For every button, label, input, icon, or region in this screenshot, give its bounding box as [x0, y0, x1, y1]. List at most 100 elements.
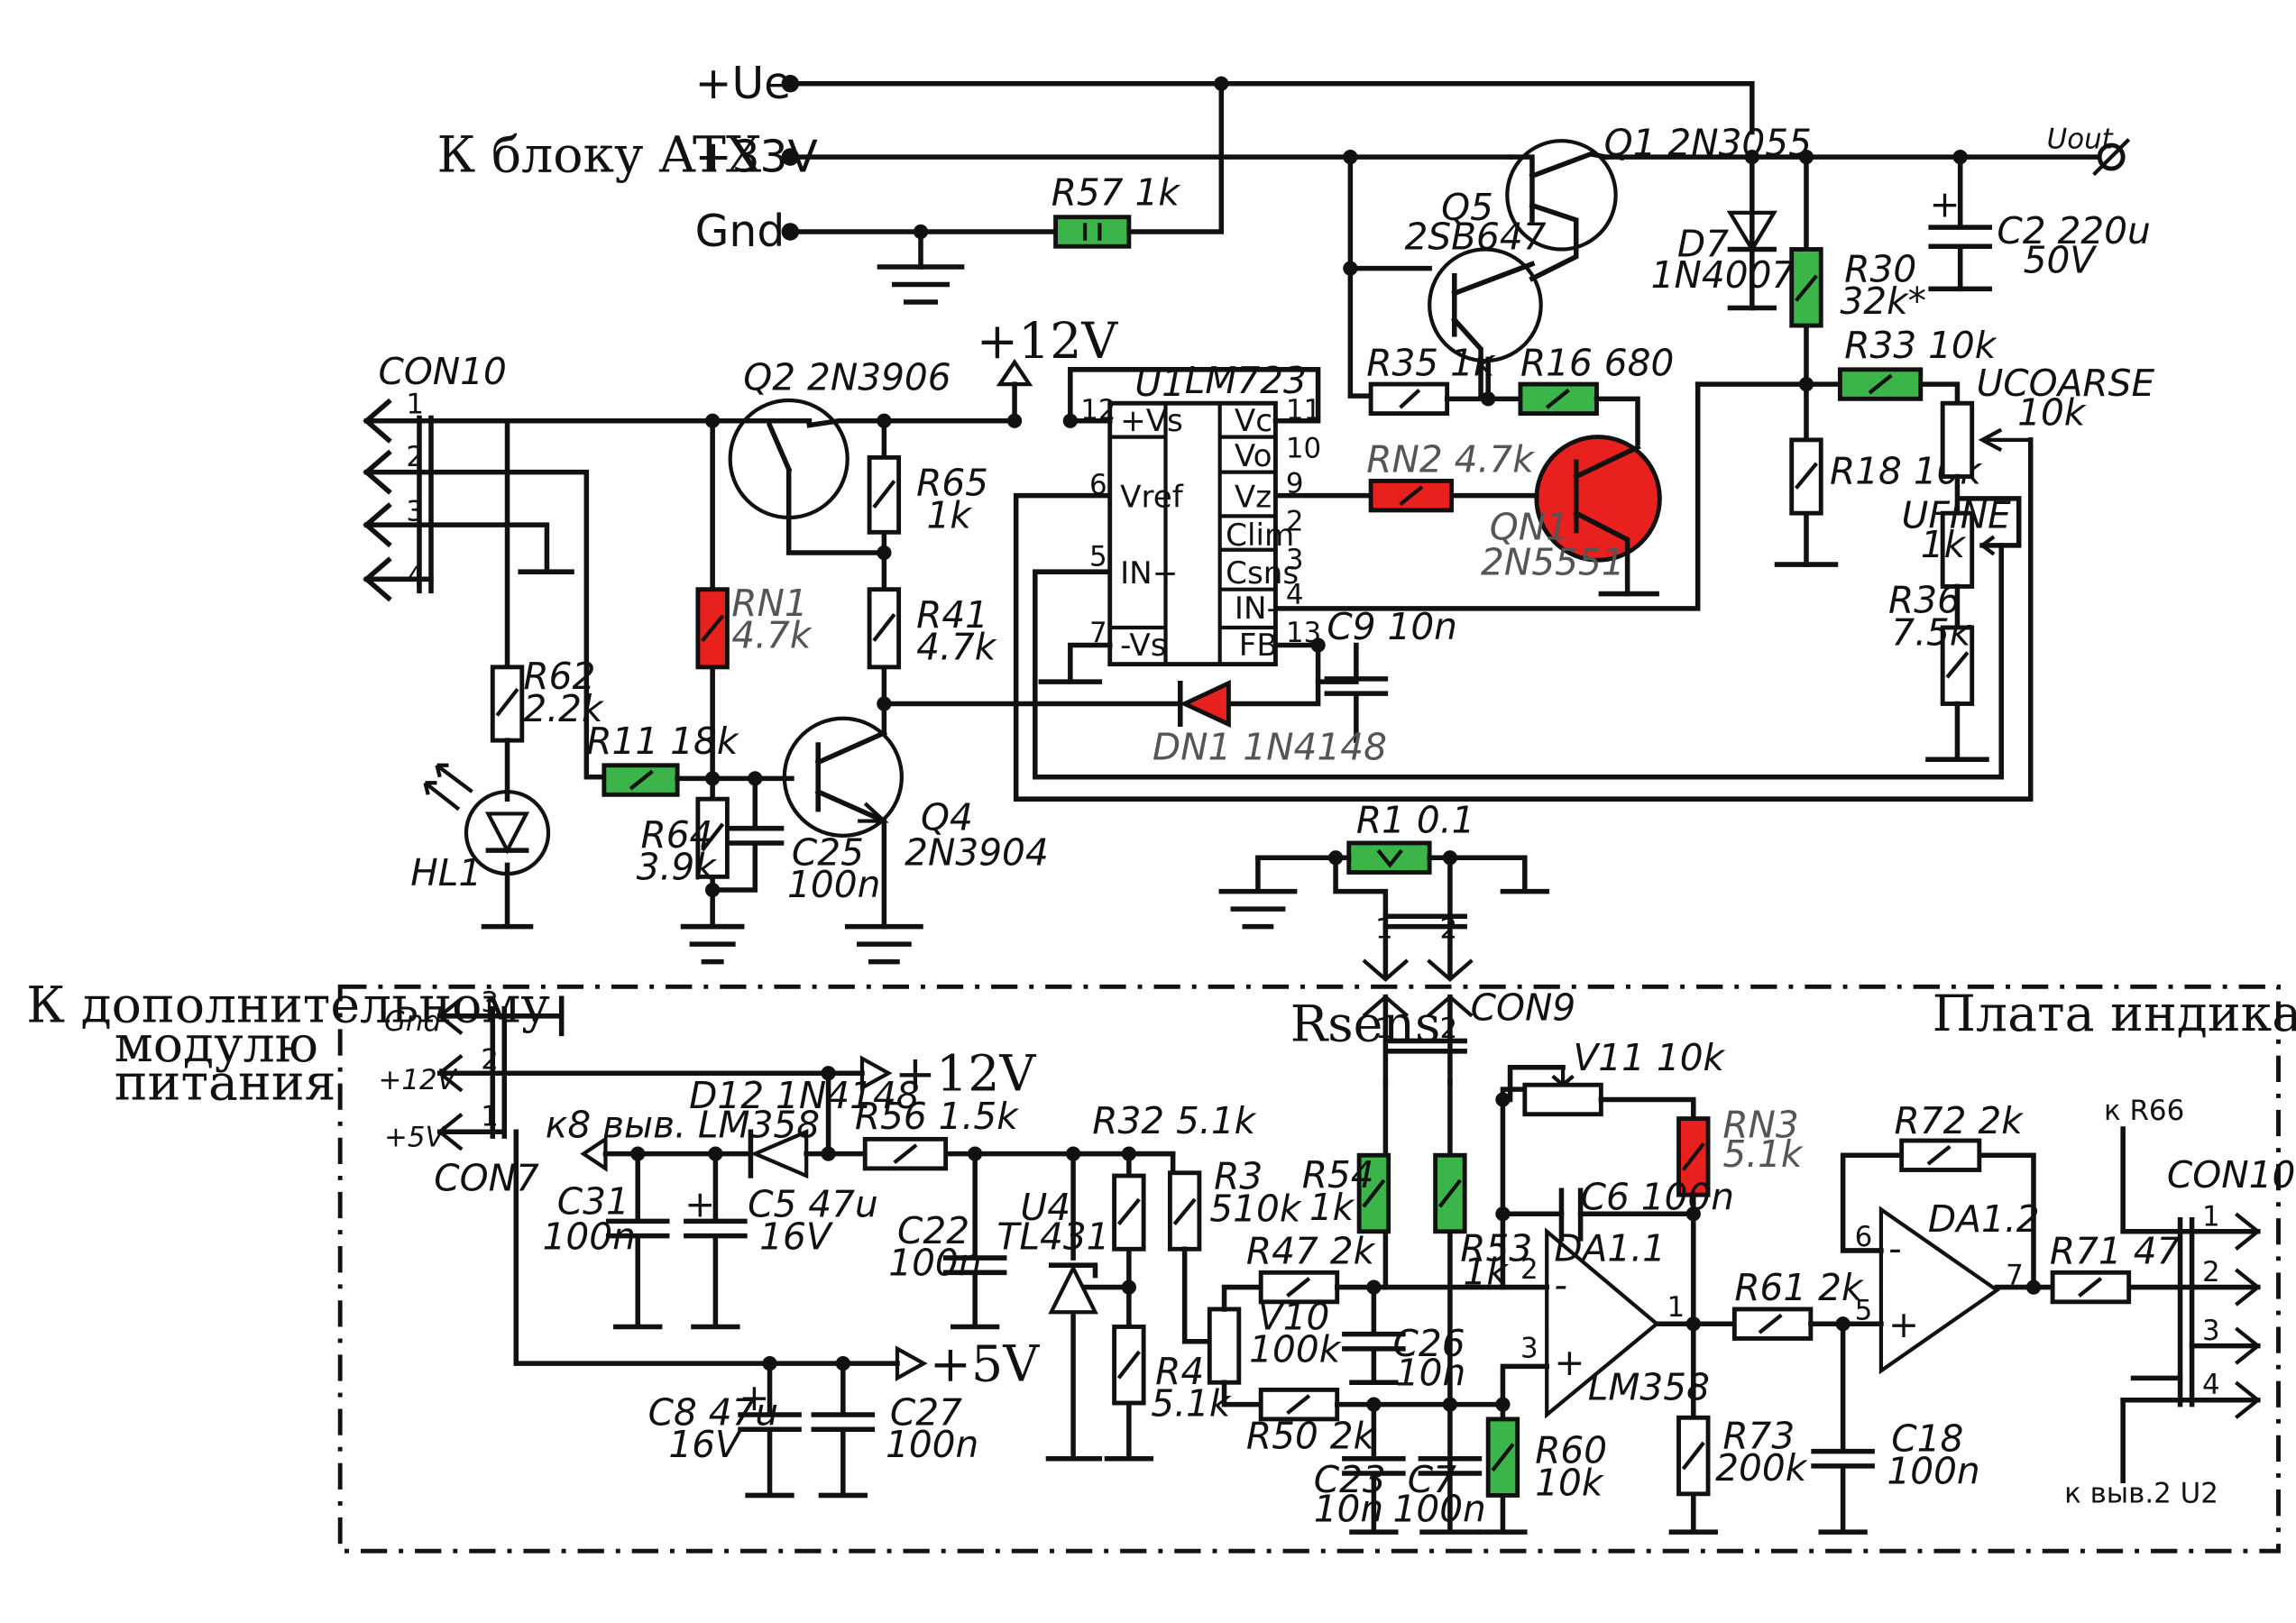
svg-text:HL1: HL1	[410, 851, 482, 894]
svg-text:4.7k: 4.7k	[731, 614, 813, 657]
con9-connector: 1 2 1 2 CON9 Rsens	[1290, 913, 1575, 1085]
svg-text:2N5551: 2N5551	[1481, 540, 1625, 583]
svg-text:2.2k: 2.2k	[523, 687, 604, 730]
svg-text:+: +	[1554, 1341, 1584, 1384]
r56-resistor: R56 1.5k	[855, 1095, 1019, 1171]
svg-text:-: -	[1554, 1263, 1567, 1307]
svg-text:2SB647: 2SB647	[1405, 215, 1547, 259]
svg-text:2: 2	[481, 1043, 499, 1076]
q4-transistor: Q4 2N3904	[782, 716, 1049, 930]
c26-capacitor: C26 10n	[1342, 1284, 1465, 1395]
svg-text:Gnd: Gnd	[384, 1005, 441, 1038]
svg-text:5.1k: 5.1k	[1151, 1382, 1232, 1426]
svg-text:DN1 1N4148: DN1 1N4148	[1153, 725, 1387, 768]
ground-symbol-q4	[844, 923, 923, 965]
svg-text:4.7k: 4.7k	[916, 626, 997, 669]
v11-potentiometer: V11 10k	[1507, 1036, 1726, 1117]
svg-text:4: 4	[1286, 579, 1304, 611]
c8-capacitor: + C8 47u 16V	[648, 1361, 802, 1499]
c9-capacitor: C9 10n	[1324, 605, 1457, 743]
c5-capacitor: + C5 47u 16V	[684, 1151, 878, 1330]
to-lm358-flag: к8 выв. LM358	[546, 1104, 820, 1172]
svg-text:2: 2	[2202, 1256, 2220, 1288]
svg-text:4: 4	[406, 561, 424, 593]
ucoarse-potentiometer: UCOARSE 10k	[1940, 362, 2154, 479]
svg-text:9: 9	[1286, 467, 1304, 500]
u4-tl431: U4 TL431	[997, 1151, 1132, 1462]
svg-text:C23: C23	[1314, 1458, 1386, 1501]
svg-text:R50 2k: R50 2k	[1246, 1414, 1376, 1457]
svg-text:UFINE: UFINE	[1902, 493, 2011, 536]
svg-text:Q2 2N3906: Q2 2N3906	[743, 356, 951, 399]
svg-text:3: 3	[1520, 1333, 1538, 1365]
svg-text:R32 5.1k: R32 5.1k	[1092, 1099, 1256, 1142]
svg-text:R4: R4	[1155, 1350, 1204, 1393]
r62-resistor: R62 2.2k	[490, 655, 604, 743]
uout-label: Uout	[2047, 123, 2115, 155]
svg-text:CON10: CON10	[378, 350, 506, 393]
c7-capacitor: C7 100n	[1393, 1456, 1486, 1531]
svg-text:3: 3	[2202, 1315, 2220, 1347]
svg-text:R3: R3	[1214, 1155, 1263, 1198]
svg-text:C6 100n: C6 100n	[1581, 1175, 1734, 1218]
svg-text:Vref: Vref	[1120, 480, 1184, 516]
svg-text:1k: 1k	[1309, 1186, 1355, 1229]
svg-text:C5 47u: C5 47u	[748, 1183, 878, 1226]
c22-capacitor: C22 100n	[888, 1151, 1007, 1330]
svg-text:R33 10k: R33 10k	[1844, 324, 1998, 367]
c23-capacitor: C23 10n	[1314, 1401, 1406, 1535]
da11-opamp: - + 2 3 1 DA1.1 LM358	[1520, 1226, 1710, 1419]
svg-text:100n: 100n	[543, 1215, 636, 1258]
svg-text:TL431: TL431	[997, 1215, 1110, 1258]
q2-transistor: Q2 2N3906	[728, 356, 951, 555]
r50-resistor: R50 2k	[1246, 1387, 1376, 1457]
ground-symbol-top	[877, 229, 965, 305]
svg-text:к выв.2 U2: к выв.2 U2	[2064, 1478, 2218, 1510]
svg-text:Csns: Csns	[1226, 555, 1299, 591]
r57-resistor: R57 1k	[1052, 171, 1181, 249]
svg-text:R64: R64	[640, 813, 712, 857]
svg-text:1k: 1k	[1921, 523, 1967, 566]
svg-text:+: +	[684, 1183, 715, 1226]
svg-text:100n: 100n	[888, 1242, 981, 1285]
r41-resistor: R41 4.7k	[867, 587, 997, 670]
svg-text:10k: 10k	[2017, 391, 2087, 435]
svg-text:R56 1.5k: R56 1.5k	[855, 1095, 1019, 1138]
svg-text:Vo: Vo	[1235, 438, 1272, 474]
power-input-terminals: +Ue +33V Gnd К блоку ATX	[436, 58, 817, 257]
svg-text:IN+: IN+	[1120, 555, 1178, 591]
r36-resistor: R36 7.5k	[1888, 579, 1975, 706]
svg-text:16V: 16V	[759, 1215, 834, 1258]
svg-text:+Vs: +Vs	[1120, 403, 1183, 439]
svg-text:К дополнительному: К дополнительному	[26, 977, 550, 1034]
ufine-potentiometer: UFINE 1k	[1902, 493, 2011, 589]
svg-text:RN3: RN3	[1722, 1104, 1798, 1147]
r33-resistor: R33 10k	[1837, 324, 1998, 401]
svg-text:R30: R30	[1844, 247, 1916, 290]
v10-potentiometer: V10 100k	[1207, 1284, 1342, 1408]
svg-text:R57 1k: R57 1k	[1052, 171, 1181, 215]
dn1-diode: DN1 1N4148	[1153, 679, 1387, 768]
svg-text:Q5: Q5	[1441, 186, 1493, 229]
svg-text:R47 2k: R47 2k	[1246, 1230, 1376, 1273]
indication-title: Плата индикации	[1933, 986, 2296, 1043]
r61-resistor: R61 2k	[1731, 1266, 1864, 1341]
svg-text:+12V: +12V	[895, 1046, 1037, 1104]
svg-text:C8 47u: C8 47u	[648, 1390, 779, 1434]
svg-text:RN1: RN1	[731, 582, 807, 625]
svg-text:R61 2k: R61 2k	[1734, 1266, 1864, 1309]
svg-text:2: 2	[1440, 913, 1458, 946]
svg-text:3: 3	[406, 495, 424, 527]
svg-text:LM358: LM358	[1588, 1366, 1710, 1409]
svg-text:100n: 100n	[886, 1423, 978, 1466]
svg-text:100n: 100n	[1393, 1488, 1486, 1531]
svg-text:2: 2	[1520, 1253, 1538, 1286]
con10-right-connector: 1 2 3 4 CON10 к R66 к выв.2 U2	[2064, 1095, 2295, 1509]
svg-text:C27: C27	[890, 1390, 962, 1434]
r60-resistor: R60 10k	[1478, 1401, 1607, 1535]
svg-text:C22: C22	[897, 1209, 969, 1252]
hl1-led: HL1	[410, 763, 551, 894]
c18-capacitor: C18 100n	[1811, 1321, 1980, 1535]
svg-text:1: 1	[481, 1101, 499, 1133]
r1-shunt: R1 0.1	[1346, 799, 1474, 875]
